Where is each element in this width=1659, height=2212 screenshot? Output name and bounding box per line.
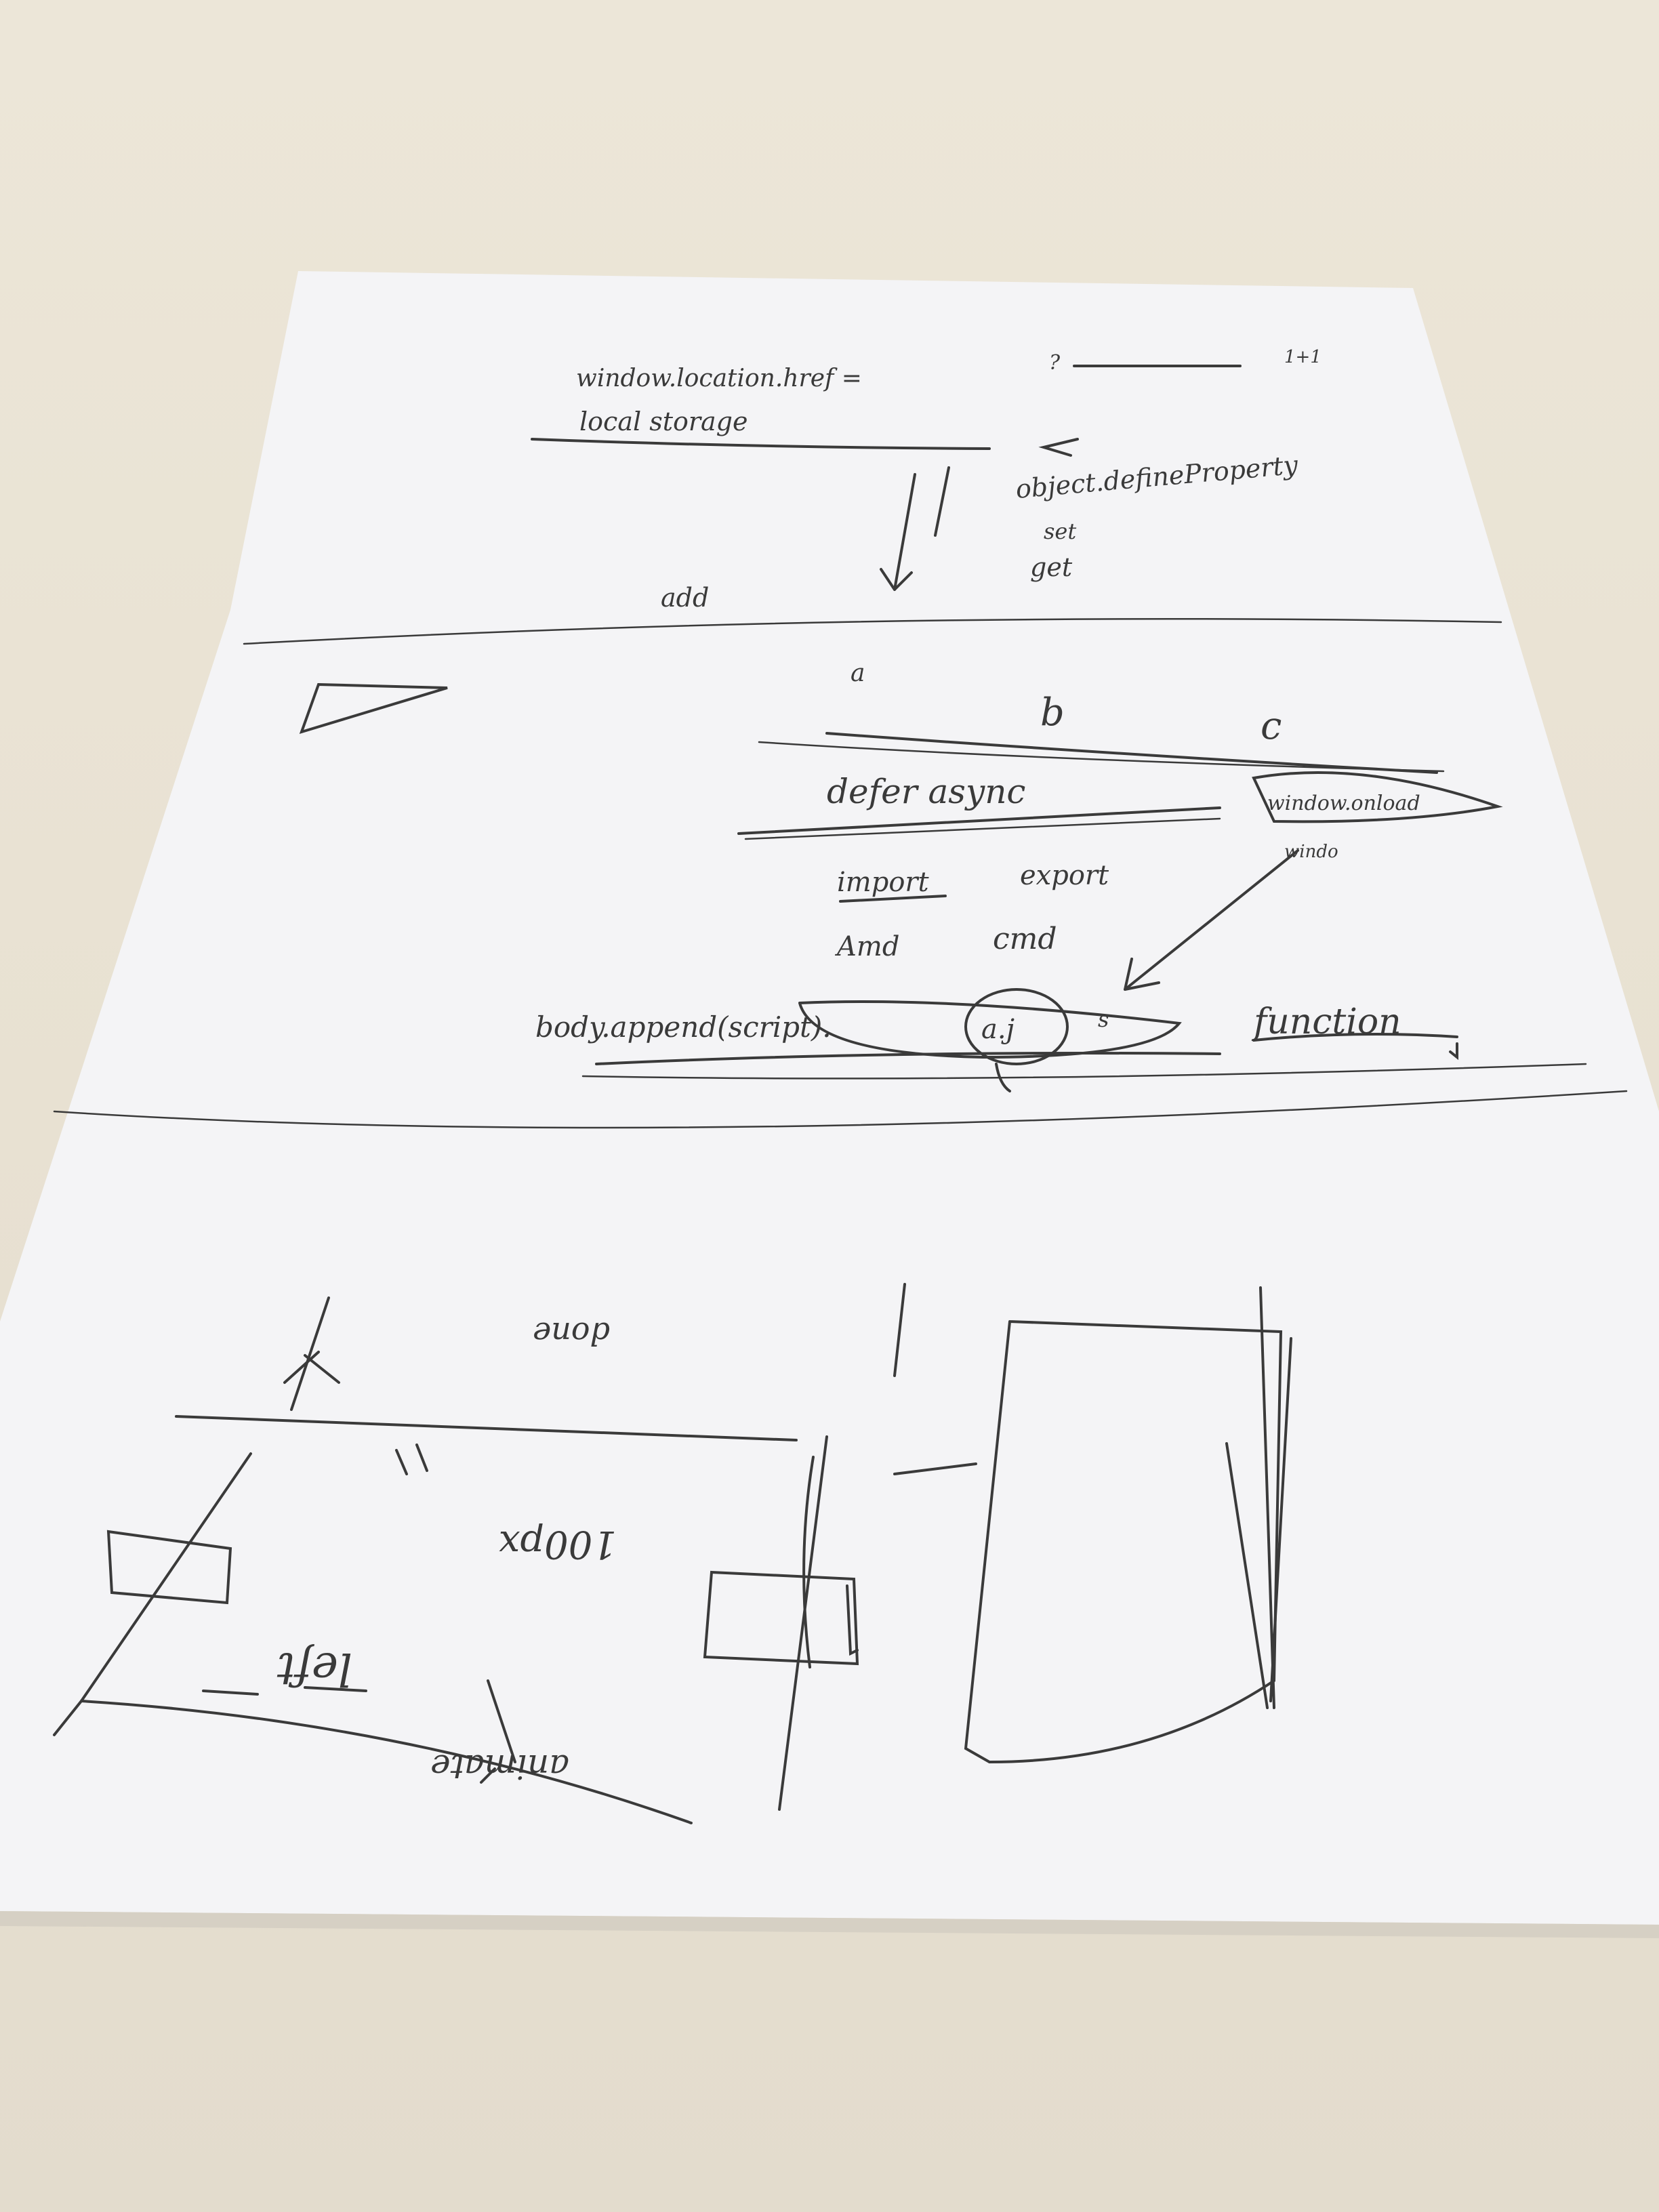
note-body-append: body.append(script). [535, 1010, 832, 1044]
note-aj: a.j [981, 1014, 1015, 1045]
note-c: c [1261, 704, 1282, 748]
note-get: get [1030, 552, 1073, 582]
note-left-upside-down: left [276, 1643, 352, 1695]
sketch-lines [53, 365, 1628, 1824]
note-s: s [1098, 1006, 1109, 1032]
note-a: a [851, 659, 865, 687]
note-amd: Amd [834, 931, 899, 962]
note-defer-async: defer async [827, 772, 1025, 811]
note-cmd: cmd [993, 922, 1057, 956]
note-add: add [661, 583, 709, 613]
paper-shadow [0, 1911, 1659, 1938]
note-local-storage: local storage [579, 407, 747, 436]
note-function: function [1251, 1002, 1401, 1042]
note-animate-upside-down: animate [430, 1747, 569, 1786]
note-import: import [837, 867, 930, 898]
note-window-location: window.location.href = [576, 365, 862, 392]
note-windo: windo [1284, 842, 1338, 862]
note-b: b [1040, 691, 1065, 735]
paper-sheet [0, 271, 1659, 1925]
handwriting: window.location.href = ? 1+1 local stora… [276, 347, 1420, 1786]
note-question: ? [1049, 351, 1061, 375]
note-export: export [1020, 860, 1109, 891]
note-done-upside-down: done [533, 1315, 610, 1352]
note-100px-upside-down: 100px [499, 1522, 617, 1566]
note-set: set [1044, 518, 1076, 544]
note-window-onload: window.onload [1267, 792, 1420, 815]
note-corner: 1+1 [1284, 347, 1322, 367]
